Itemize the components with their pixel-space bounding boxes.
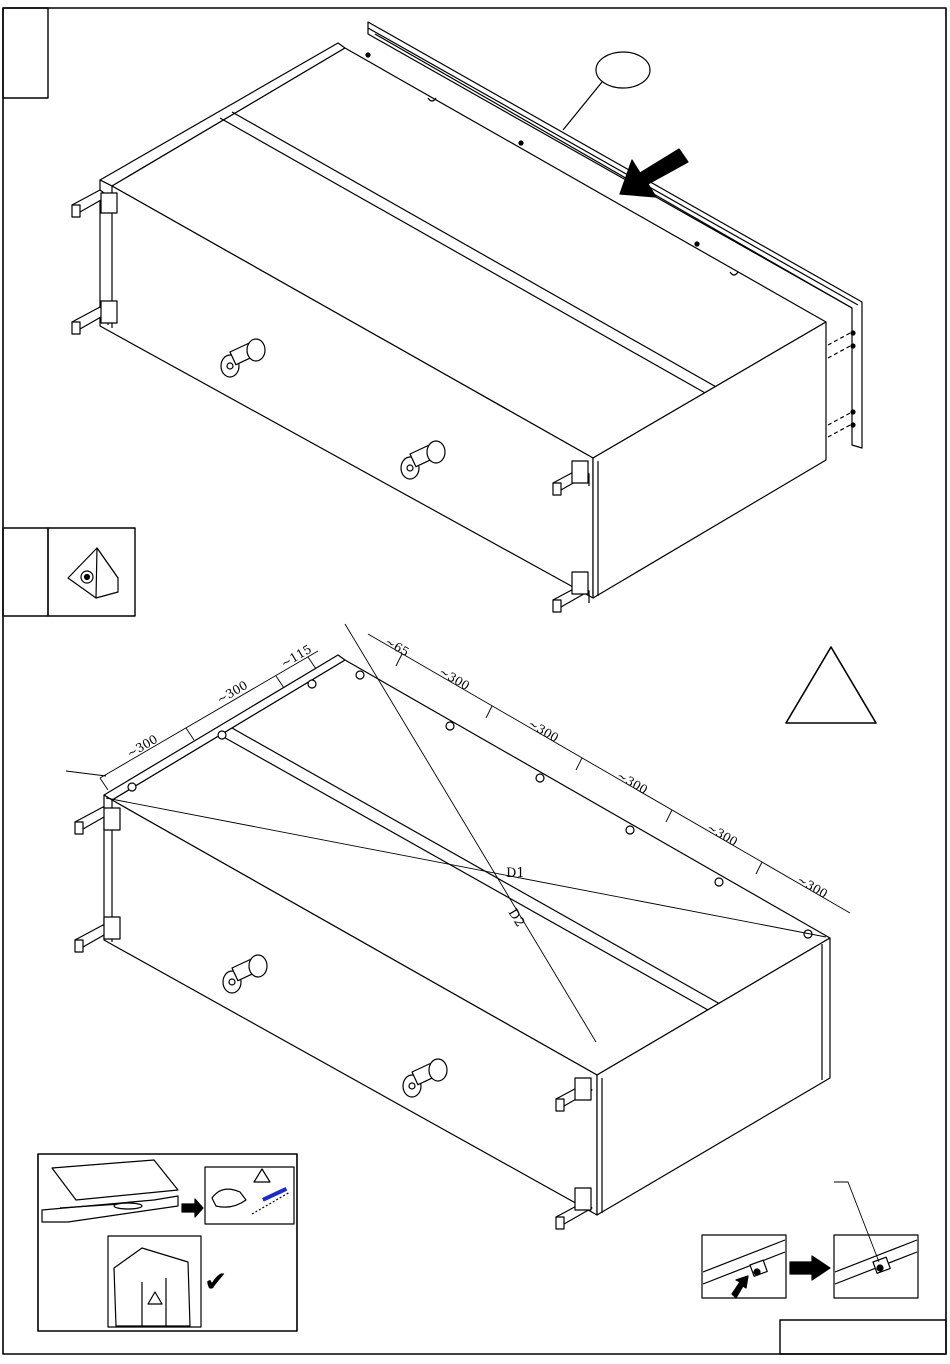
- dimension-left-2: ~300: [215, 678, 251, 707]
- connector-after-illustration: [835, 1240, 917, 1284]
- dimension-left-3: ~115: [279, 642, 315, 671]
- warning-triangle-icon: [786, 647, 876, 723]
- checkmark-icon: ✔: [204, 1265, 227, 1298]
- part-callout-leader: [563, 82, 602, 130]
- dimension-top-5: ~300: [705, 820, 741, 849]
- connector-callout-leader: [834, 1182, 879, 1262]
- part-callout-bubble: [596, 52, 650, 88]
- dimension-top-4: ~300: [615, 768, 651, 797]
- step-2-number-box: [3, 528, 48, 616]
- diagonal-label-d1: D1: [506, 866, 525, 881]
- step-1-number-box: [3, 8, 48, 98]
- connector-fitting-icon: [68, 548, 118, 598]
- dimension-top-3: ~300: [526, 716, 562, 745]
- connector-step-arrow-icon: [790, 1256, 830, 1280]
- dimension-top-2: ~300: [437, 664, 473, 693]
- dimension-top-6: ~300: [795, 872, 831, 901]
- dimension-left-1: ~300: [125, 732, 161, 761]
- open-box-illustration: [42, 1160, 178, 1222]
- step-2-cabinet-drawing: D1 D2 ~300 ~300 ~115 ~65 ~300 ~300 ~300 …: [66, 624, 850, 1229]
- connector-before-illustration: [703, 1240, 785, 1298]
- step-1-cabinet-drawing: [72, 22, 862, 612]
- wardrobe-illustration: [114, 1248, 190, 1326]
- dimension-top-1: ~65: [383, 634, 412, 659]
- label-warning-triangle-icon: [254, 1169, 270, 1182]
- page-number-box: [780, 1320, 946, 1354]
- next-step-arrow-icon: [182, 1199, 203, 1217]
